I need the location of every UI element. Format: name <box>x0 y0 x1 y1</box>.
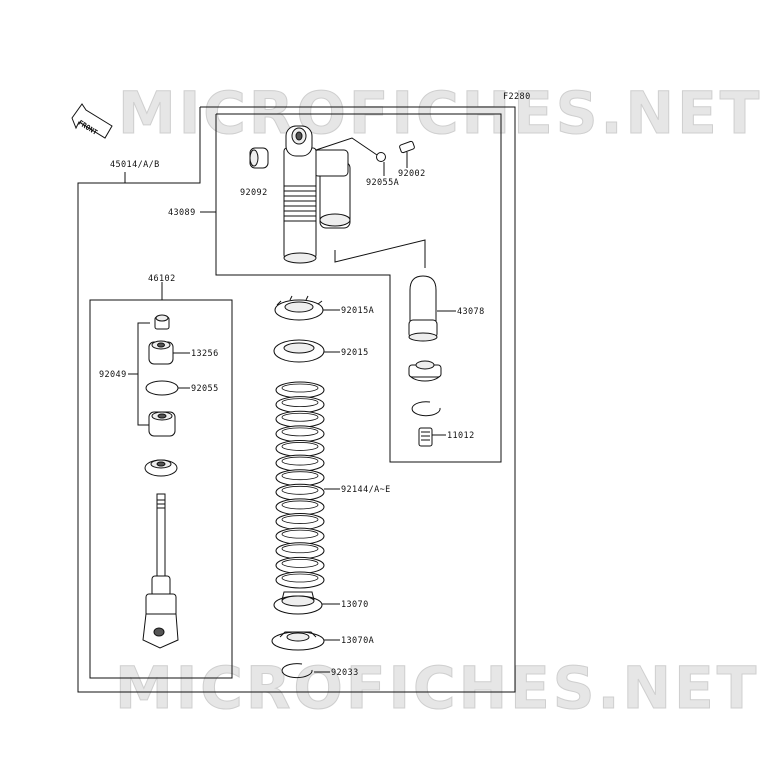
label-92092: 92092 <box>240 188 268 198</box>
spring-coil-inner <box>281 573 319 583</box>
bushing-13256 <box>148 340 174 365</box>
watermark-top: MICROFICHES.NET <box>118 79 762 147</box>
spring-coil-inner <box>281 558 319 568</box>
label-43089: 43089 <box>168 208 196 218</box>
front-arrow-icon: FRONT <box>71 103 113 139</box>
bushing-lower <box>148 411 176 437</box>
label-92055A: 92055A <box>366 178 399 188</box>
label-13256: 13256 <box>191 349 219 359</box>
spring-coil-inner <box>281 383 319 393</box>
spring-coil-inner <box>281 515 319 524</box>
bladder-43078 <box>408 275 438 342</box>
circlip-92033 <box>281 663 313 679</box>
spring-coil-inner <box>281 456 319 466</box>
spring-coil-inner <box>281 427 319 437</box>
spring-coil-inner <box>281 398 319 408</box>
spring-seat-13070 <box>273 591 323 615</box>
oring-92055 <box>145 380 179 396</box>
figure-code: F2280 <box>503 92 531 102</box>
shock-body-drawing <box>249 125 426 268</box>
spring-coil-inner <box>281 412 319 422</box>
label-92144: 92144/A~E <box>341 485 391 495</box>
reservoir-circlip <box>411 401 441 417</box>
spring-coil-inner <box>281 485 319 495</box>
label-92002: 92002 <box>398 169 426 179</box>
label-92033: 92033 <box>331 668 359 678</box>
spring-coil-inner <box>281 500 319 510</box>
spring-nut-92015 <box>273 339 325 363</box>
valve-11012 <box>418 427 433 447</box>
label-13070A: 13070A <box>341 636 374 646</box>
label-43078: 43078 <box>457 307 485 317</box>
reservoir-cap <box>408 360 442 382</box>
label-92055: 92055 <box>191 384 219 394</box>
spring-coil-inner <box>281 544 319 554</box>
rebound-bumper <box>144 459 178 477</box>
label-45014: 45014/A/B <box>110 160 160 170</box>
label-13070: 13070 <box>341 600 369 610</box>
spring-seat-13070A <box>271 631 325 651</box>
spring-coil-inner <box>281 471 319 481</box>
label-92049: 92049 <box>99 370 127 380</box>
nut-top <box>154 314 170 330</box>
spring-nut-92015A <box>274 295 324 321</box>
assembly-frames <box>77 106 516 693</box>
label-46102: 46102 <box>148 274 176 284</box>
spring-coil-inner <box>281 529 319 539</box>
coil-spring-92144 <box>275 381 325 589</box>
piston-rod <box>142 493 179 649</box>
label-11012: 11012 <box>447 431 475 441</box>
watermark-bottom: MICROFICHES.NET <box>115 654 759 722</box>
label-92015: 92015 <box>341 348 369 358</box>
spring-coil <box>275 571 325 589</box>
label-92015A: 92015A <box>341 306 374 316</box>
spring-coil-inner <box>281 442 319 451</box>
